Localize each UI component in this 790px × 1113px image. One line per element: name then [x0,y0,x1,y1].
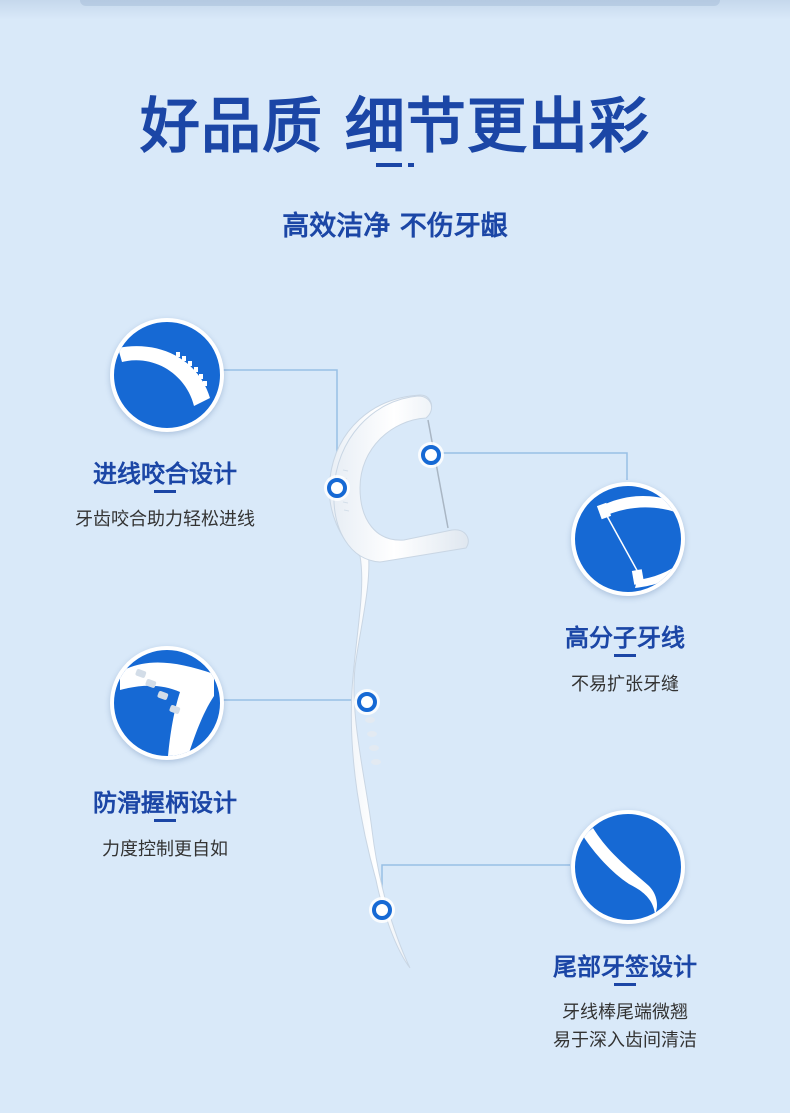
title-deco-short [408,163,414,167]
marker-floss-line [421,445,441,465]
marker-bite-design [327,478,347,498]
feature-image-grip [110,646,224,760]
feature-desc-bite-design: 牙齿咬合助力轻松进线 [75,509,255,530]
marker-grip [357,692,377,712]
feature-title-bite-design: 进线咬合设计 [93,460,237,488]
page-title: 好品质 细节更出彩 [140,92,650,162]
page-subtitle: 高效洁净 不伤牙龈 [282,211,508,242]
feature-dash [154,490,176,493]
feature-dash [614,654,636,657]
feature-desc-polymer-floss: 不易扩张牙缝 [571,674,679,695]
feature-desc-grip: 力度控制更自如 [102,839,228,860]
top-shadow [0,0,790,20]
title-deco-long [376,163,402,167]
feature-desc-tail-pick-2: 易于深入齿间清洁 [553,1030,697,1051]
feature-title-polymer-floss: 高分子牙线 [565,624,685,652]
feature-desc-tail-pick-1: 牙线棒尾端微翘 [562,1002,688,1023]
feature-image-polymer-floss [571,482,685,596]
feature-dash [614,983,636,986]
feature-title-tail-pick: 尾部牙签设计 [553,953,697,981]
marker-tail-pick [372,900,392,920]
top-shadow-line [80,0,720,6]
feature-title-grip: 防滑握柄设计 [93,789,237,817]
feature-image-bite-design [110,318,224,432]
feature-image-tail-pick [571,810,685,924]
feature-dash [154,819,176,822]
